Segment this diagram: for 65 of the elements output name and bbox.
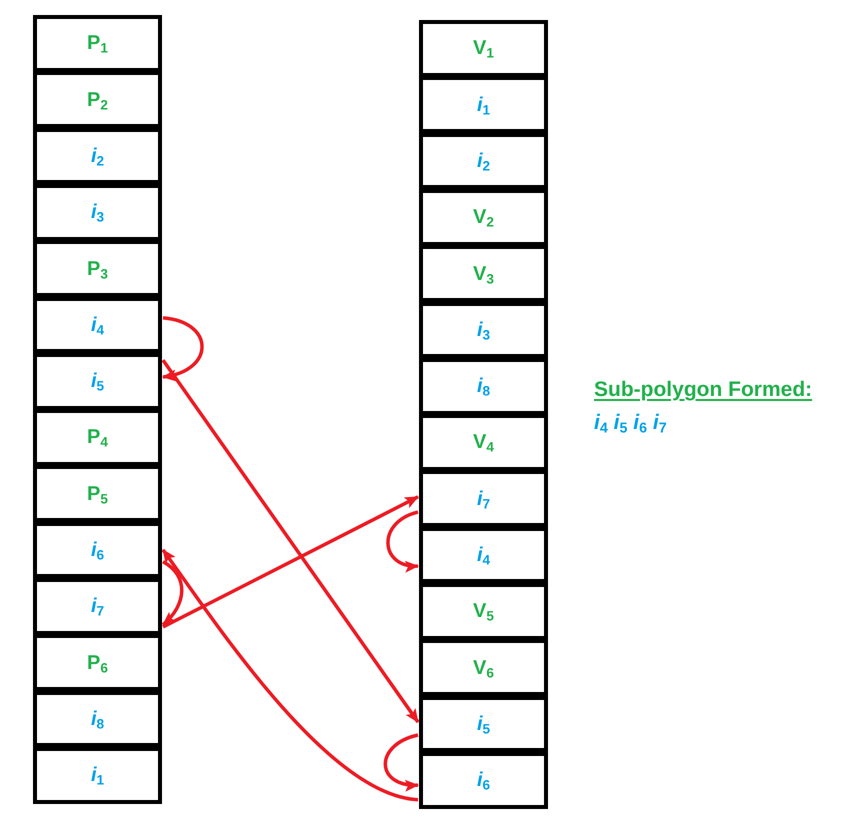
list-cell [419,358,548,415]
arrow [162,495,419,629]
list-cell [419,696,548,752]
list-cell [33,409,162,466]
entry-label: V$_{6}$ [473,656,494,680]
list-cell [33,690,162,748]
entry-label: P$_{3}$ [87,256,108,281]
list-cell [33,240,162,297]
sequence-text: i$_{4}$ i$_{5}$ i$_{6}$ i$_{7}$ [594,410,667,436]
list-cell [33,634,162,692]
list-cell [419,302,548,358]
list-cell [33,15,162,72]
entry-label: i$_{3}$ [90,200,104,224]
list-cell [33,465,162,522]
list-cell [33,746,162,804]
curved-arrow [162,560,184,626]
list-cell [33,184,162,241]
list-cell [419,20,548,77]
entry-label: i$_{6}$ [90,538,104,562]
entry-label: i$_{2}$ [90,144,104,168]
list-cell [33,352,162,410]
list-cell [33,71,162,128]
entry-label: i$_{4}$ [476,543,490,568]
list-cell [33,128,162,184]
entry-label: P$_{6}$ [87,650,108,675]
list-cell [419,245,548,302]
heading-text: Sub-polygon Formed: [594,377,812,403]
entry-label: i$_{3}$ [476,318,490,342]
entry-label: i$_{1}$ [90,763,104,788]
entry-label: i$_{8}$ [476,374,490,398]
entry-label: i$_{7}$ [476,486,490,511]
list-cell [419,583,548,640]
entry-label: V$_{5}$ [473,599,494,624]
list-cell [33,296,162,354]
entry-label: V$_{1}$ [473,36,494,60]
list-cell [419,639,548,696]
entry-label: P$_{1}$ [87,31,108,56]
entry-label: P$_{2}$ [87,88,108,112]
list-cell [33,522,162,578]
curved-arrow [162,548,418,802]
entry-label: V$_{2}$ [473,205,494,230]
list-cell [33,578,162,635]
list-cell [419,188,548,246]
entry-label: i$_{4}$ [90,312,104,337]
entry-label: V$_{4}$ [473,430,494,454]
curved-arrow [384,733,419,791]
list-cell [419,76,548,134]
entry-label: i$_{6}$ [476,768,490,792]
entry-label: i$_{8}$ [90,706,104,731]
entry-label: i$_{5}$ [90,369,104,394]
entry-label: i$_{1}$ [476,92,490,117]
entry-label: i$_{7}$ [90,594,104,618]
entry-label: i$_{2}$ [476,148,490,173]
list-cell [419,470,548,528]
list-cell [419,132,548,190]
arrow [162,359,420,724]
list-cell [419,526,548,584]
entry-label: V$_{3}$ [473,262,494,286]
list-cell [419,752,548,809]
entry-label: P$_{5}$ [87,482,108,506]
entry-label: P$_{4}$ [87,425,108,450]
curved-arrow [162,316,204,380]
list-cell [419,414,548,471]
entry-label: i$_{5}$ [476,712,490,736]
curved-arrow [386,510,419,572]
